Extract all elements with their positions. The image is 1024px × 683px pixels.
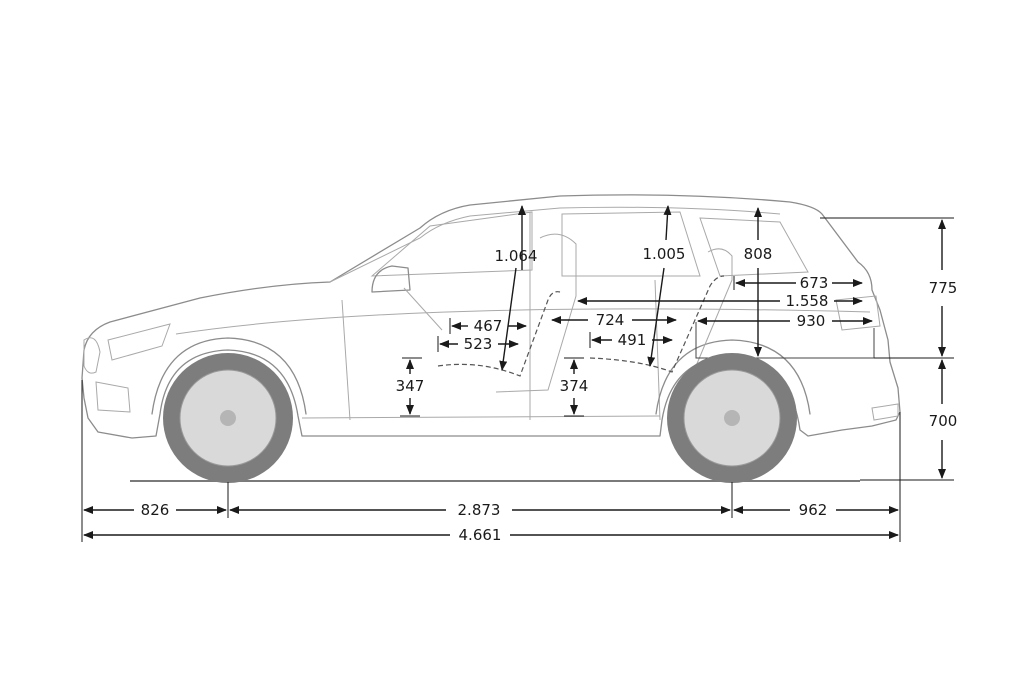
shoulder-line	[175, 308, 871, 335]
label-front-seat-height: 347	[396, 377, 425, 395]
front-window	[370, 211, 533, 277]
label-rear-height-lower: 700	[929, 412, 958, 430]
label-rear-seat-depth: 491	[618, 331, 647, 349]
rear-wheel-arch	[655, 339, 811, 415]
label-front-overhang: 826	[141, 501, 170, 519]
rear-seat	[589, 275, 725, 373]
label-rear-height-upper: 775	[929, 279, 958, 297]
label-rear-legroom: 724	[596, 311, 625, 329]
quarter-window	[699, 217, 809, 277]
front-seat	[437, 291, 561, 377]
rear-wheel	[667, 353, 797, 483]
rear-seat-back	[695, 248, 733, 367]
label-cargo-length-1: 673	[800, 274, 829, 292]
label-front-seat-depth-2: 523	[464, 335, 493, 353]
headlight	[107, 323, 171, 361]
car-body	[81, 194, 901, 439]
dim-line-rear-headroom-a	[663, 205, 672, 241]
front-grille	[83, 337, 101, 374]
sill-line	[301, 415, 661, 419]
label-rear-seat-height: 374	[560, 377, 589, 395]
label-rear-overhang: 962	[799, 501, 828, 519]
side-mirror	[371, 265, 411, 293]
label-rear-headroom: 1.005	[643, 245, 686, 263]
front-wheel-arch	[151, 337, 307, 415]
label-cargo-length-2: 1.558	[786, 292, 829, 310]
label-overall-length: 4.661	[459, 526, 502, 544]
door-line-front	[341, 299, 351, 421]
car-outline	[81, 194, 901, 482]
front-seat-back	[495, 233, 577, 393]
front-wheel	[163, 353, 293, 483]
rear-hub	[724, 410, 740, 426]
rear-window	[561, 211, 701, 277]
label-cargo-height: 808	[744, 245, 773, 263]
label-cargo-length-3: 930	[797, 312, 826, 330]
dim-line-rear-headroom-b	[647, 267, 665, 367]
dim-line-front-headroom-b	[499, 267, 517, 371]
steering-wheel	[403, 287, 443, 331]
exhaust	[871, 403, 899, 421]
roof-inner	[329, 206, 781, 283]
cargo-box	[695, 322, 875, 359]
label-front-headroom: 1.064	[495, 247, 538, 265]
label-wheelbase: 2.873	[458, 501, 501, 519]
label-front-seat-depth-1: 467	[474, 317, 503, 335]
dimension-lines	[81, 205, 954, 542]
dimension-labels: 826 2.873 962 4.661 775 700 1.064 1.005 …	[141, 245, 958, 544]
front-air-intake	[95, 381, 131, 413]
front-hub	[220, 410, 236, 426]
